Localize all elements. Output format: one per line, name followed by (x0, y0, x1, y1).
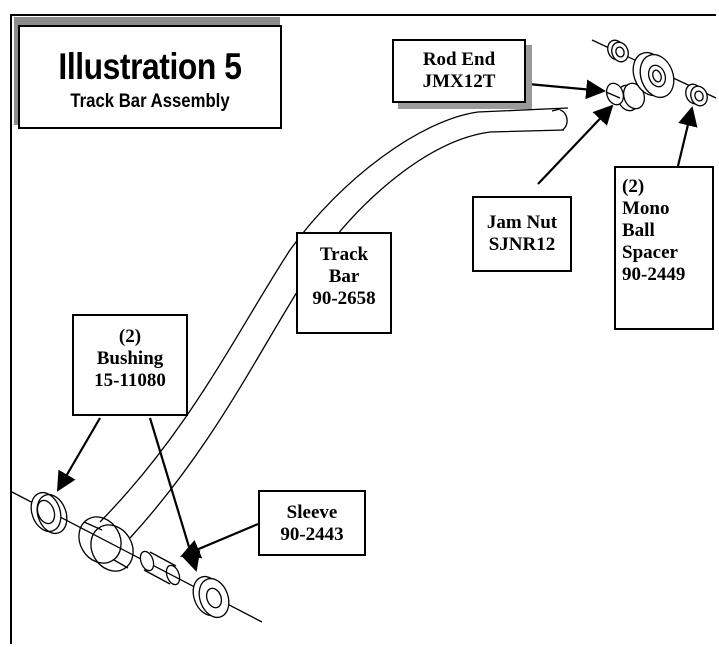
bar-end-housing (78, 516, 134, 572)
spacer-part-number: 90-2449 (622, 264, 686, 285)
sleeve-arrow (180, 522, 259, 559)
label-sleeve: Sleeve 90-2443 (258, 490, 366, 556)
track-bar-name-2: Bar (328, 266, 360, 287)
rod-end-arrow (527, 79, 606, 100)
page-title: Illustration 5 (58, 46, 242, 87)
sleeve-part-number: 90-2443 (280, 524, 344, 545)
sleeve-name: Sleeve (286, 502, 338, 523)
track-bar-name-1: Track (319, 244, 369, 265)
jam-nut-name: Jam Nut (486, 212, 558, 233)
title-box: Illustration 5 Track Bar Assembly (18, 25, 282, 129)
spacer-name-3: Spacer (622, 242, 678, 263)
spacer-qty: (2) (622, 176, 645, 197)
track-bar-part-number: 90-2658 (312, 288, 376, 309)
rod-end-part (605, 51, 675, 112)
label-bushing: (2) Bushing 15-11080 (72, 314, 188, 416)
spacer-name-2: Ball (622, 220, 655, 241)
bushing-right (192, 575, 230, 619)
page-frame (10, 14, 716, 644)
jam-nut-arrow (537, 104, 614, 185)
bushing-left (30, 491, 68, 535)
label-mono-ball-spacer: (2) Mono Ball Spacer 90-2449 (614, 166, 714, 330)
spacer-arrow (676, 106, 698, 167)
page-subtitle: Track Bar Assembly (70, 91, 230, 112)
bushing-arrow-right (148, 417, 201, 572)
rod-end-name: Rod End (422, 49, 496, 70)
sleeve-part (139, 550, 181, 586)
bushing-part-number: 15-11080 (94, 370, 166, 391)
bushing-arrow-left (57, 417, 101, 492)
bushing-name: Bushing (96, 348, 164, 369)
label-jam-nut: Jam Nut SJNR12 (472, 196, 572, 272)
title-shadow: Illustration 5 Track Bar Assembly (14, 17, 282, 129)
label-rod-end: Rod End JMX12T (392, 39, 526, 103)
mono-ball-spacers (607, 39, 708, 107)
spacer-name-1: Mono (622, 198, 670, 219)
jam-nut-part-number: SJNR12 (488, 234, 556, 255)
label-track-bar: Track Bar 90-2658 (296, 232, 392, 334)
rod-end-part-number: JMX12T (422, 71, 496, 92)
bushing-qty: (2) (118, 326, 142, 347)
